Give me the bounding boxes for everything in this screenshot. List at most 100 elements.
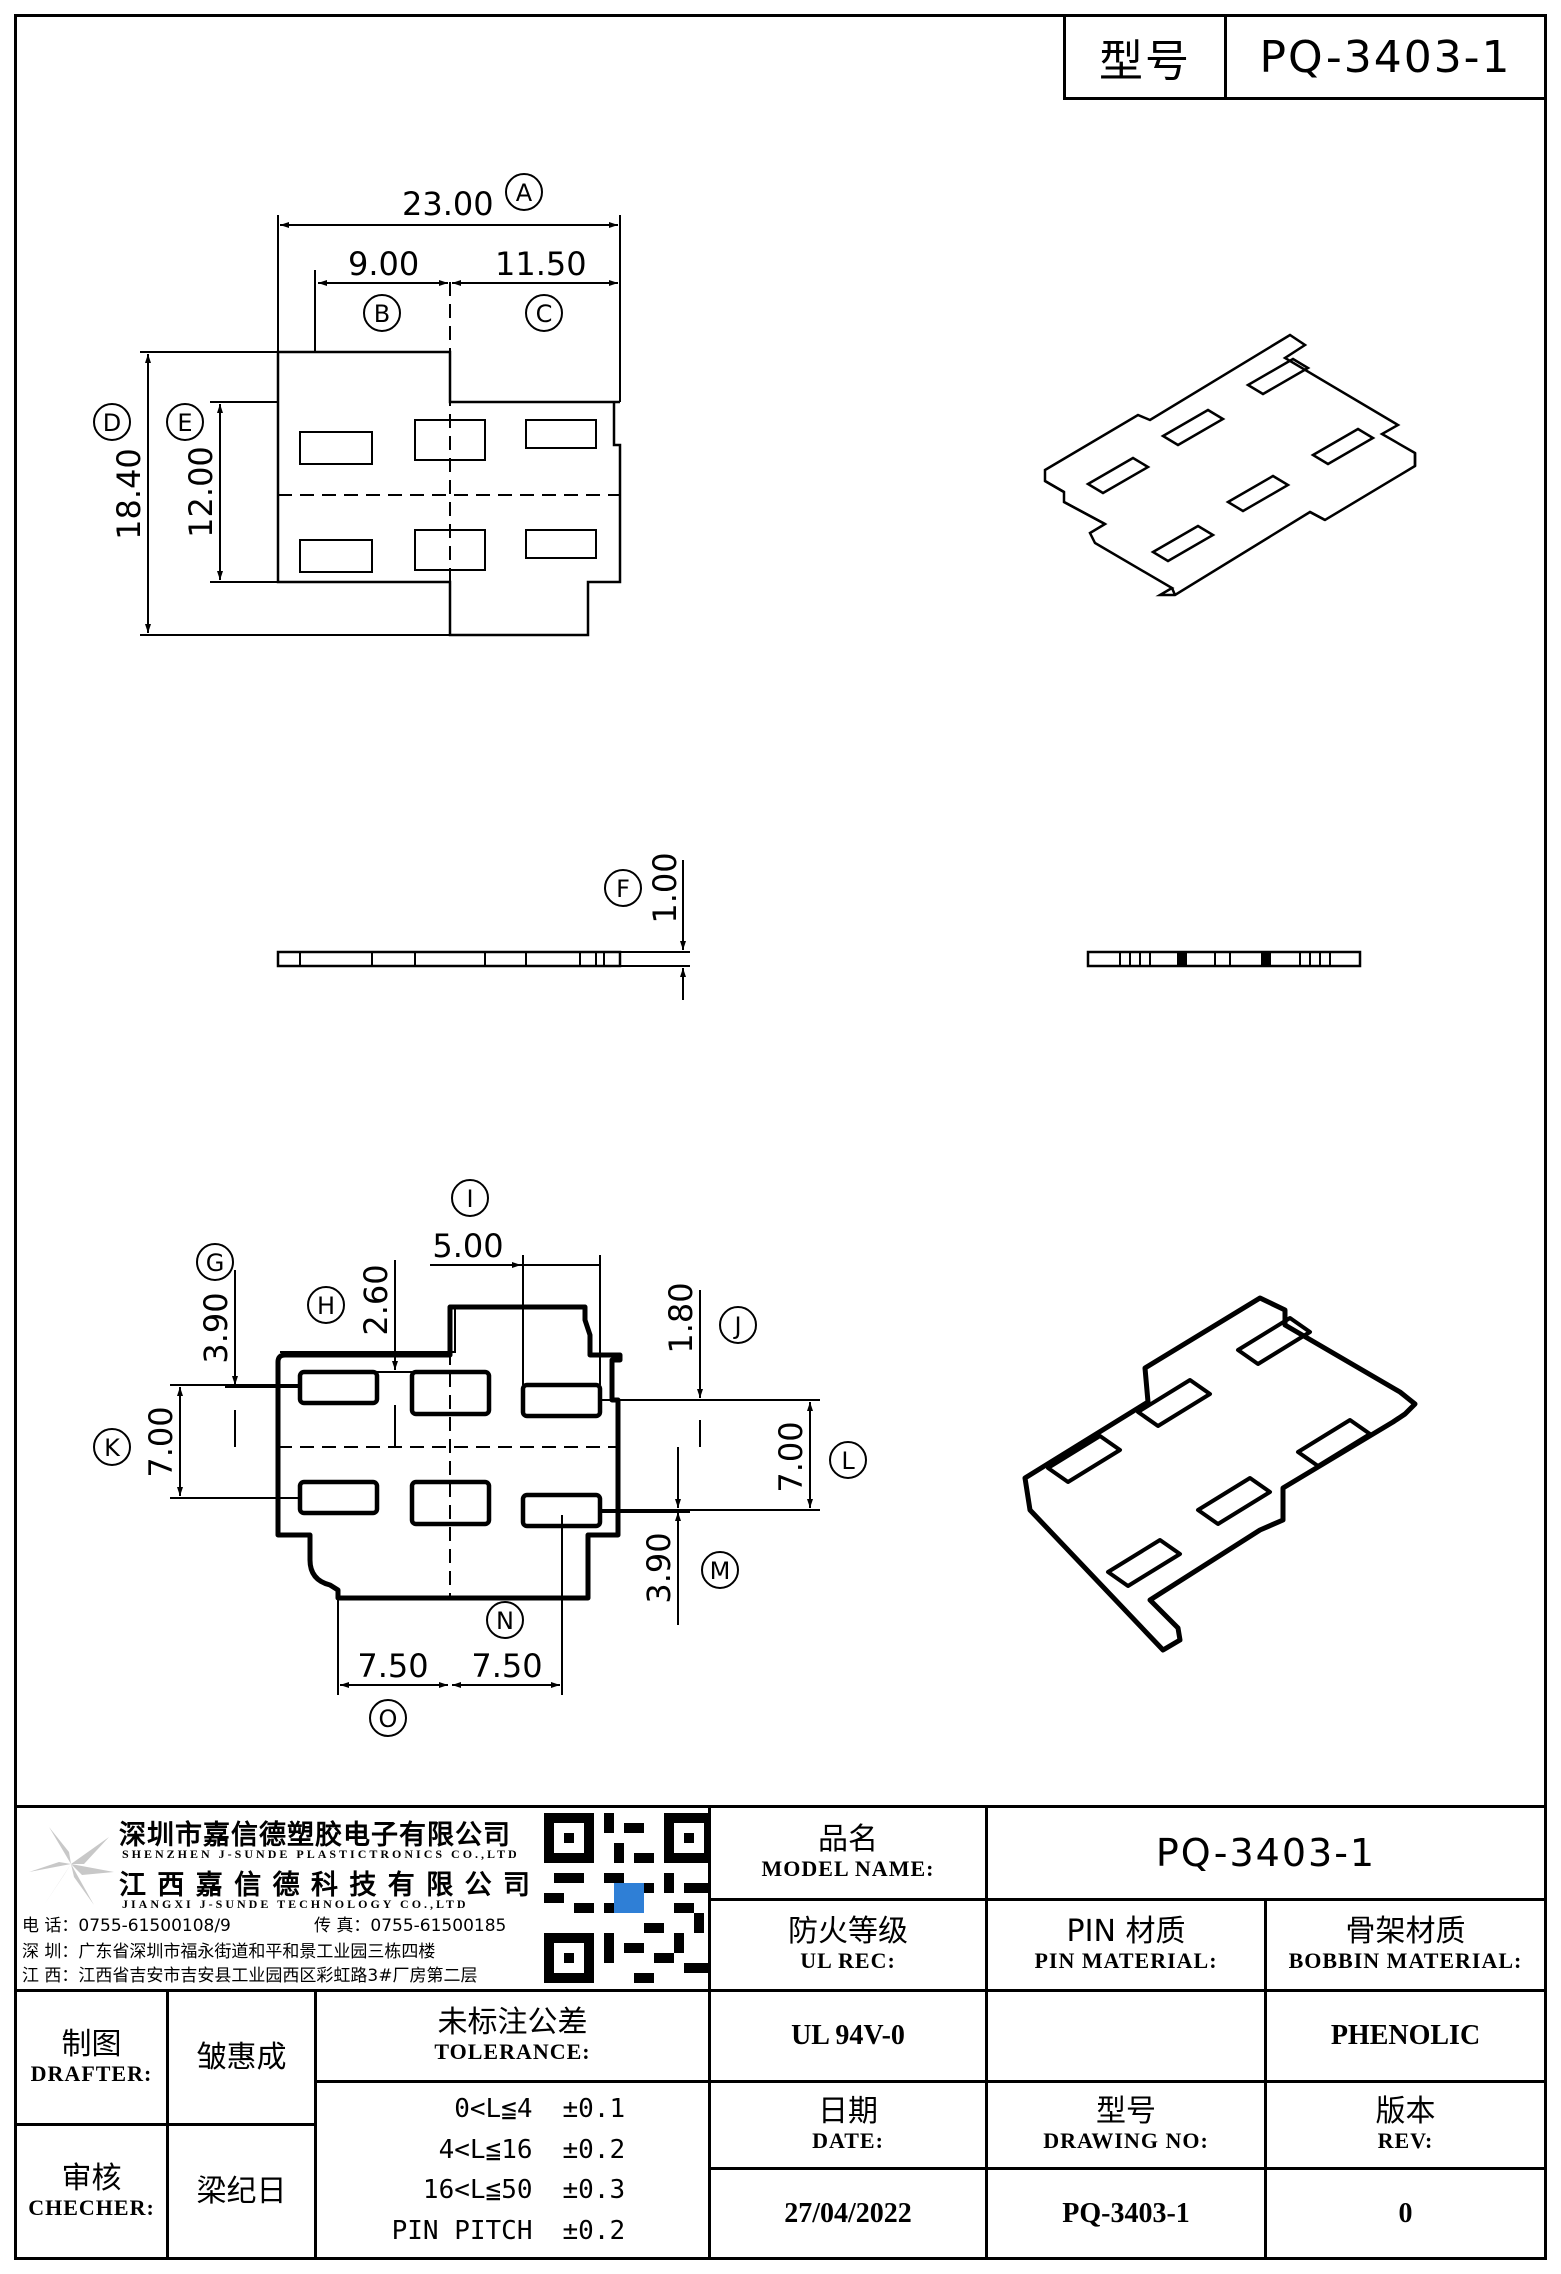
company-address-jx: 江 西：江西省吉安市吉安县工业园西区彩虹路3#厂房第二层 <box>22 1966 478 1986</box>
rev-label: 版本 REV: <box>1264 2080 1547 2170</box>
dim-L: 7.00 <box>772 1421 810 1492</box>
svg-text:L: L <box>841 1447 855 1475</box>
svg-text:K: K <box>104 1434 121 1462</box>
header-model-label-text: 型号 <box>1099 36 1191 87</box>
drawing-no-zh: 型号 <box>1096 2094 1156 2130</box>
date-en: DATE: <box>812 2128 884 2154</box>
tolerance-row: 16<L≦50±0.3 <box>422 2175 626 2206</box>
iso-view-top <box>1043 333 1417 597</box>
drafter-label: 制图 DRAFTER: <box>14 1989 169 2126</box>
svg-text:G: G <box>206 1249 225 1277</box>
marker-M: M <box>701 1551 739 1589</box>
dim-O: 7.50 <box>357 1647 428 1685</box>
dim-J: 1.80 <box>662 1282 700 1353</box>
marker-F: F <box>604 869 642 907</box>
company-name-sz-en: SHENZHEN J-SUNDE PLASTICTRONICS CO.,LTD <box>122 1847 520 1861</box>
svg-text:J: J <box>732 1312 741 1340</box>
ul-rec-value: UL 94V-0 <box>708 1989 988 2083</box>
tolerance-row: PIN PITCH±0.2 <box>391 2216 626 2247</box>
model-name-label: 品名 MODEL NAME: <box>708 1805 988 1901</box>
checker-value-text: 梁纪日 <box>196 2174 287 2209</box>
bobbin-material-label: 骨架材质 BOBBIN MATERIAL: <box>1264 1898 1547 1992</box>
svg-text:B: B <box>374 300 390 328</box>
svg-text:O: O <box>379 1705 398 1733</box>
company-phone: 电 话：0755-61500108/9 <box>22 1916 231 1936</box>
iso-view-bottom <box>1022 1295 1418 1653</box>
marker-B: B <box>363 294 401 332</box>
rev-value: 0 <box>1264 2167 1547 2260</box>
tolerance-row: 0<L≦4±0.1 <box>454 2093 626 2124</box>
bottom-view-outline <box>275 1304 623 1601</box>
dim-F: 1.00 <box>646 852 684 923</box>
marker-A: A <box>505 173 543 211</box>
company-address-sz: 深 圳：广东省深圳市福永街道和平和景工业园三栋四楼 <box>22 1942 436 1962</box>
company-logo <box>29 1827 114 1905</box>
svg-text:H: H <box>317 1292 335 1320</box>
svg-text:C: C <box>536 300 553 328</box>
header-model-value: PQ-3403-1 <box>1224 14 1547 100</box>
dim-K: 7.00 <box>142 1406 180 1477</box>
pin-material-label: PIN 材质 PIN MATERIAL: <box>985 1898 1267 1992</box>
tolerance-en: TOLERANCE: <box>434 2039 591 2065</box>
marker-N: N <box>486 1601 524 1639</box>
dim-M: 3.90 <box>640 1532 678 1603</box>
checker-value: 梁纪日 <box>166 2123 317 2260</box>
date-value: 27/04/2022 <box>708 2167 988 2260</box>
rev-zh: 版本 <box>1375 2094 1436 2130</box>
svg-text:E: E <box>177 409 192 437</box>
drafter-zh: 制图 <box>61 2026 122 2062</box>
rev-en: REV: <box>1377 2128 1434 2154</box>
checker-en: CHECHER: <box>28 2194 155 2220</box>
bobbin-material-value-text: PHENOLIC <box>1330 2020 1481 2051</box>
qr-code <box>544 1813 714 1983</box>
tolerance-row: 4<L≦16±0.2 <box>438 2134 626 2165</box>
marker-G: G <box>196 1243 234 1281</box>
checker-label: 审核 CHECHER: <box>14 2123 169 2260</box>
date-value-text: 27/04/2022 <box>784 2197 912 2229</box>
dim-D: 18.40 <box>110 448 148 540</box>
header-model-value-text: PQ-3403-1 <box>1259 31 1512 83</box>
company-block: 深圳市嘉信德塑胶电子有限公司 SHENZHEN J-SUNDE PLASTICT… <box>14 1805 714 1992</box>
pin-material-en: PIN MATERIAL: <box>1034 1948 1218 1974</box>
marker-H: H <box>307 1286 345 1324</box>
company-name-jx-en: JIANGXI J-SUNDE TECHNOLOGY CO.,LTD <box>122 1897 469 1911</box>
drawing-no-label: 型号 DRAWING NO: <box>985 2080 1267 2170</box>
drawing-no-value: PQ-3403-1 <box>985 2167 1267 2260</box>
svg-text:I: I <box>466 1185 473 1213</box>
marker-J: J <box>719 1306 757 1344</box>
dim-A: 23.00 <box>402 185 494 223</box>
drafter-value-text: 皱惠成 <box>196 2040 287 2075</box>
dim-B: 9.00 <box>348 245 419 283</box>
svg-text:A: A <box>516 179 533 207</box>
svg-text:M: M <box>710 1557 731 1585</box>
marker-I: I <box>451 1179 489 1217</box>
svg-text:F: F <box>616 875 630 903</box>
marker-O: O <box>369 1699 407 1737</box>
dim-C: 11.50 <box>495 245 587 283</box>
technical-drawing: 23.00 9.00 11.50 18.40 12.00 1.00 5.00 2… <box>93 173 1418 1737</box>
marker-D: D <box>93 403 131 441</box>
marker-L: L <box>829 1441 867 1479</box>
header-model-label: 型号 <box>1063 14 1227 100</box>
svg-text:D: D <box>103 409 121 437</box>
tolerance-table: 0<L≦4±0.1 4<L≦16±0.2 16<L≦50±0.3 PIN PIT… <box>314 2080 711 2260</box>
dim-G: 3.90 <box>197 1292 235 1363</box>
drafter-value: 皱惠成 <box>166 1989 317 2126</box>
drawing-no-value-text: PQ-3403-1 <box>1062 2197 1190 2229</box>
dim-I: 5.00 <box>432 1227 503 1265</box>
company-fax: 传 真：0755-61500185 <box>314 1916 507 1936</box>
top-view-outline <box>276 350 622 637</box>
marker-K: K <box>93 1428 131 1466</box>
checker-zh: 审核 <box>61 2160 122 2196</box>
dim-N: 7.50 <box>471 1647 542 1685</box>
bobbin-material-value: PHENOLIC <box>1264 1989 1547 2083</box>
pin-material-value <box>985 1989 1267 2083</box>
ul-rec-label: 防火等级 UL REC: <box>708 1898 988 1992</box>
marker-E: E <box>166 403 204 441</box>
company-name-sz: 深圳市嘉信德塑胶电子有限公司 <box>119 1820 511 1851</box>
ul-rec-en: UL REC: <box>800 1948 896 1974</box>
ul-rec-zh: 防火等级 <box>788 1914 908 1950</box>
tolerance-zh: 未标注公差 <box>437 2005 588 2041</box>
marker-C: C <box>525 294 563 332</box>
drafter-en: DRAFTER: <box>30 2060 153 2086</box>
